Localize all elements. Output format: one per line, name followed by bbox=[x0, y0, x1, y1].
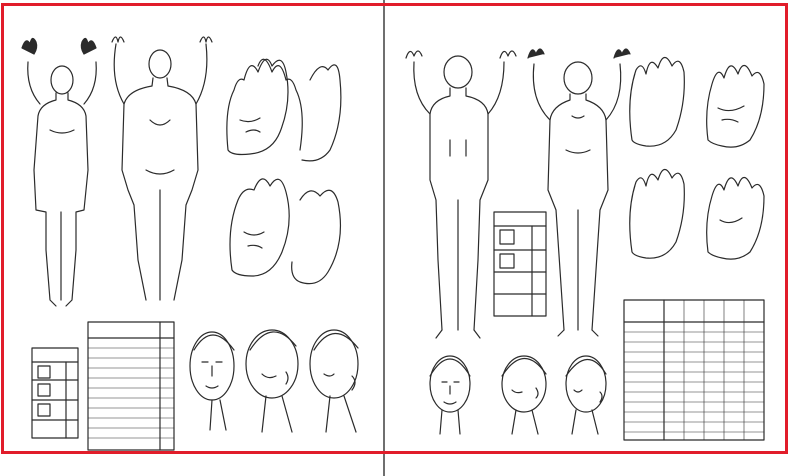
selection-frame bbox=[1, 3, 788, 454]
